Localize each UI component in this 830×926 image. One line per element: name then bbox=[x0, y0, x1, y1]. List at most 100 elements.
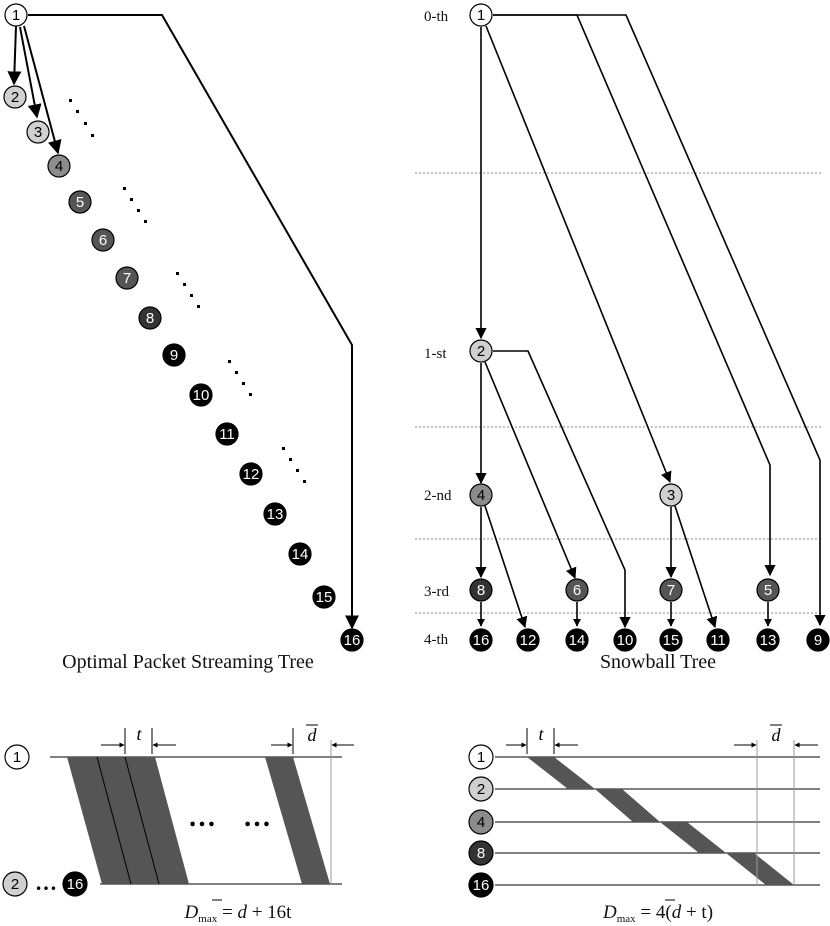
node-circle bbox=[263, 502, 287, 526]
node-7: 7 bbox=[659, 578, 683, 602]
node-2: 2 bbox=[469, 339, 493, 363]
node-label: 2 bbox=[11, 876, 19, 893]
d-label: d bbox=[308, 725, 318, 745]
node-circle bbox=[469, 339, 493, 363]
node-label: 7 bbox=[123, 270, 131, 287]
edge-4-12 bbox=[484, 505, 528, 629]
node-16: 16 bbox=[62, 871, 88, 897]
node-8: 8 bbox=[468, 840, 494, 866]
node-8: 8 bbox=[138, 306, 162, 330]
node-16: 16 bbox=[468, 872, 494, 898]
node-circle bbox=[3, 85, 27, 109]
node-circle bbox=[659, 483, 683, 507]
node-circle bbox=[340, 628, 364, 652]
edge-2-10 bbox=[493, 350, 631, 629]
transfer-band bbox=[726, 853, 794, 885]
node-label: 9 bbox=[170, 347, 178, 364]
t-label: t bbox=[538, 724, 544, 744]
t-marker bbox=[506, 728, 578, 754]
node-circle bbox=[47, 154, 71, 178]
node-label: 1 bbox=[12, 7, 20, 24]
edge-1-3 bbox=[485, 25, 672, 484]
node-circle bbox=[613, 628, 637, 652]
edge-1-5 bbox=[493, 14, 776, 577]
node-label: 14 bbox=[292, 546, 309, 563]
node-circle bbox=[115, 266, 139, 290]
node-5: 5 bbox=[68, 190, 92, 214]
node-label: 5 bbox=[764, 582, 772, 599]
node-circle bbox=[469, 3, 493, 27]
level-label-0: 0-th bbox=[424, 9, 449, 25]
node-label: 14 bbox=[569, 632, 586, 649]
node-13: 13 bbox=[263, 502, 287, 526]
node-3: 3 bbox=[26, 120, 50, 144]
node-1: 1 bbox=[4, 744, 30, 770]
node-12: 12 bbox=[516, 628, 540, 652]
node-label: 3 bbox=[667, 487, 675, 504]
node-14: 14 bbox=[288, 542, 312, 566]
node-label: 6 bbox=[99, 232, 107, 249]
node-10: 10 bbox=[613, 628, 637, 652]
node-label: 12 bbox=[243, 466, 260, 483]
node-label: 2 bbox=[477, 343, 485, 360]
node-circle bbox=[659, 578, 683, 602]
row-ellipsis: … bbox=[35, 870, 57, 895]
edge-1-2 bbox=[7, 25, 22, 86]
node-5: 5 bbox=[756, 578, 780, 602]
node-label: 2 bbox=[477, 781, 485, 798]
node-label: 1 bbox=[13, 749, 21, 766]
node-circle bbox=[468, 840, 494, 866]
node-label: 2 bbox=[11, 89, 19, 106]
node-circle bbox=[239, 462, 263, 486]
node-9: 9 bbox=[806, 628, 830, 652]
edge-1-4 bbox=[23, 25, 62, 155]
node-1: 1 bbox=[469, 3, 493, 27]
node-label: 7 bbox=[667, 582, 675, 599]
node-circle bbox=[469, 578, 493, 602]
node-label: 15 bbox=[663, 632, 680, 649]
node-1: 1 bbox=[4, 3, 28, 27]
transfer-band bbox=[660, 822, 726, 853]
node-circle bbox=[162, 343, 186, 367]
left-formula: Dmax = d + 16t bbox=[184, 902, 293, 925]
node-circle bbox=[756, 628, 780, 652]
node-label: 12 bbox=[520, 632, 537, 649]
node-label: 8 bbox=[146, 310, 154, 327]
node-1: 1 bbox=[468, 744, 494, 770]
node-circle bbox=[312, 585, 336, 609]
node-label: 13 bbox=[267, 506, 284, 523]
node-label: 16 bbox=[473, 632, 490, 649]
node-label: 9 bbox=[814, 632, 822, 649]
node-label: 11 bbox=[710, 632, 726, 649]
node-15: 15 bbox=[659, 628, 683, 652]
left-dots bbox=[69, 99, 306, 483]
node-circle bbox=[468, 744, 494, 770]
right-tree-title: Snowball Tree bbox=[600, 651, 716, 673]
node-circle bbox=[4, 3, 28, 27]
node-circle bbox=[565, 578, 589, 602]
node-label: 1 bbox=[477, 749, 485, 766]
node-4: 4 bbox=[469, 483, 493, 507]
d-marker bbox=[271, 724, 354, 754]
node-circle bbox=[138, 306, 162, 330]
node-label: 4 bbox=[477, 814, 485, 831]
node-circle bbox=[469, 628, 493, 652]
node-circle bbox=[468, 809, 494, 835]
node-2: 2 bbox=[468, 776, 494, 802]
node-label: 3 bbox=[34, 124, 42, 141]
edge-1-9 bbox=[493, 14, 826, 627]
node-label: 16 bbox=[473, 877, 490, 894]
node-circle bbox=[806, 628, 830, 652]
edge-3-11 bbox=[674, 505, 718, 629]
node-circle bbox=[288, 542, 312, 566]
node-circle bbox=[189, 383, 213, 407]
level-label-2: 2-nd bbox=[424, 488, 452, 504]
band-divider bbox=[124, 756, 160, 885]
node-9: 9 bbox=[162, 343, 186, 367]
transfer-band bbox=[595, 789, 660, 822]
node-6: 6 bbox=[91, 228, 115, 252]
node-2: 2 bbox=[2, 871, 28, 897]
